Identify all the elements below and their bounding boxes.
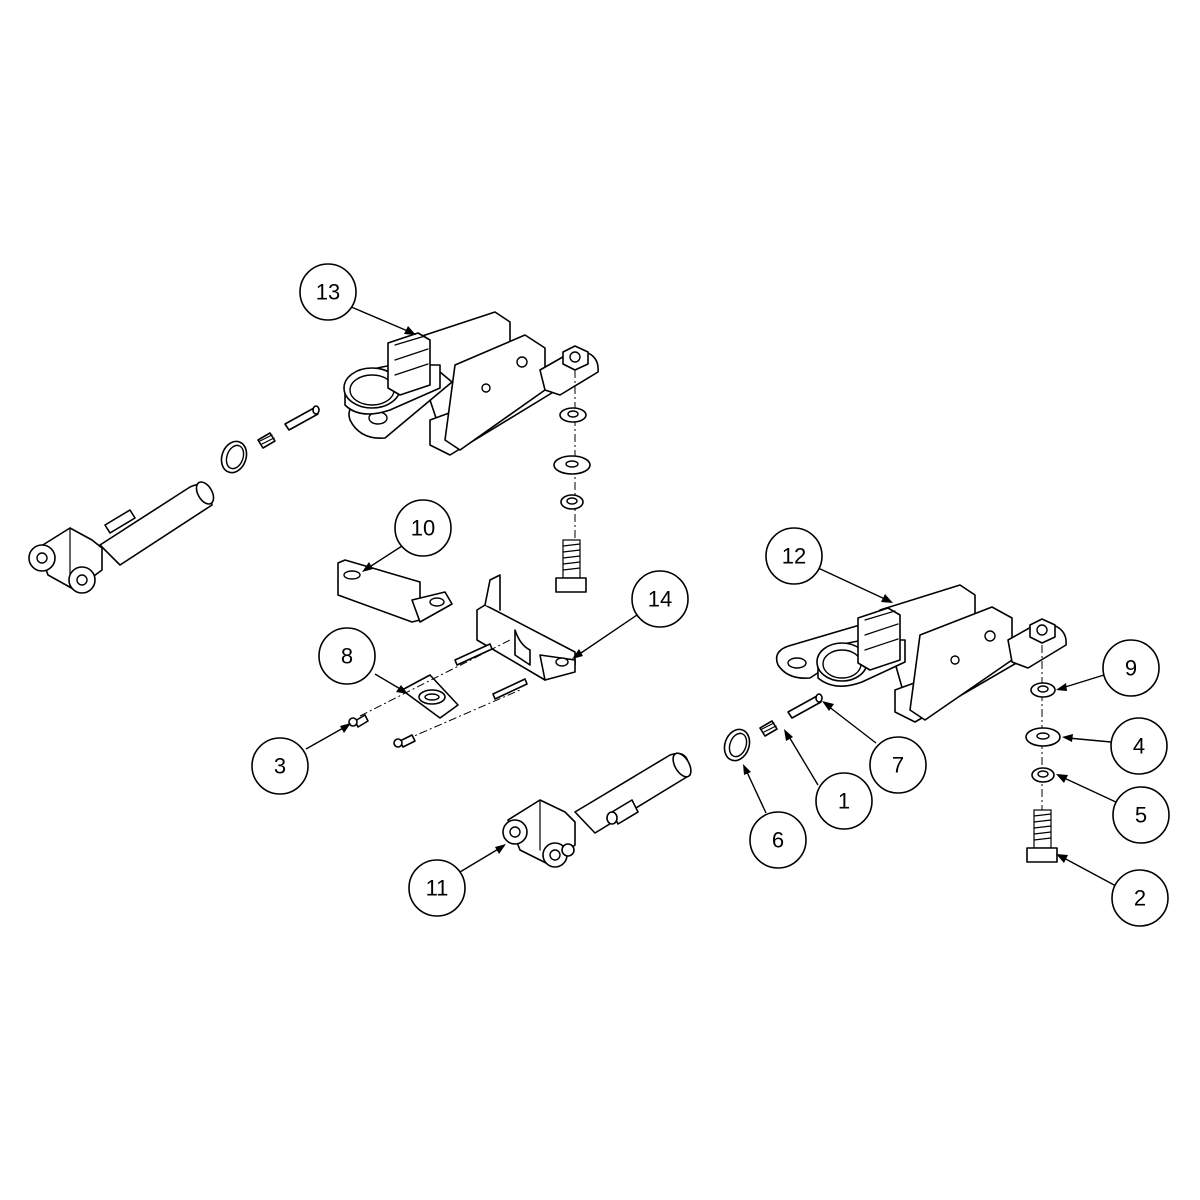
balloon-14-label: 14 xyxy=(648,587,672,612)
balloon-4: 4 xyxy=(1110,717,1168,775)
balloon-1: 1 xyxy=(815,772,873,830)
bracket-assembly-right xyxy=(775,584,1067,723)
balloon-8: 8 xyxy=(318,627,376,685)
balloon-11: 11 xyxy=(408,859,466,917)
balloon-4-label: 4 xyxy=(1133,734,1145,759)
balloon-10-label: 10 xyxy=(411,516,435,541)
balloon-9-label: 9 xyxy=(1125,656,1137,681)
balloon-10: 10 xyxy=(394,499,452,557)
balloon-12-label: 12 xyxy=(782,544,806,569)
balloon-7: 7 xyxy=(869,736,927,794)
balloon-14: 14 xyxy=(631,570,689,628)
mount-plate-14 xyxy=(476,574,576,681)
balloon-3-label: 3 xyxy=(274,754,286,779)
balloon-12: 12 xyxy=(765,527,823,585)
bracket-assembly-top xyxy=(343,311,599,456)
balloon-9: 9 xyxy=(1102,639,1160,697)
balloon-3: 3 xyxy=(251,737,309,795)
balloon-7-label: 7 xyxy=(892,753,904,778)
balloon-5-label: 5 xyxy=(1135,803,1147,828)
balloon-13-label: 13 xyxy=(316,280,340,305)
balloon-2: 2 xyxy=(1111,869,1169,927)
shaft-clevis-top xyxy=(28,481,215,594)
fastener-stack-right xyxy=(1025,645,1061,863)
balloon-11-label: 11 xyxy=(426,876,449,901)
balloon-13: 13 xyxy=(299,263,357,321)
shaft-clevis-bottom xyxy=(502,752,692,868)
balloon-6: 6 xyxy=(749,811,807,869)
balloon-5: 5 xyxy=(1112,786,1170,844)
plate-8 xyxy=(401,674,459,719)
balloon-1-label: 1 xyxy=(838,789,850,814)
balloon-8-label: 8 xyxy=(341,644,353,669)
fastener-stack-top xyxy=(553,370,591,593)
clip-spring-pin-right xyxy=(723,693,823,762)
leader-lines xyxy=(305,305,1119,887)
clip-spring-pin-top xyxy=(220,405,320,474)
angle-plate-10 xyxy=(337,559,453,623)
balloon-2-label: 2 xyxy=(1134,886,1146,911)
studs-and-screws xyxy=(348,639,528,748)
balloon-6-label: 6 xyxy=(772,828,784,853)
